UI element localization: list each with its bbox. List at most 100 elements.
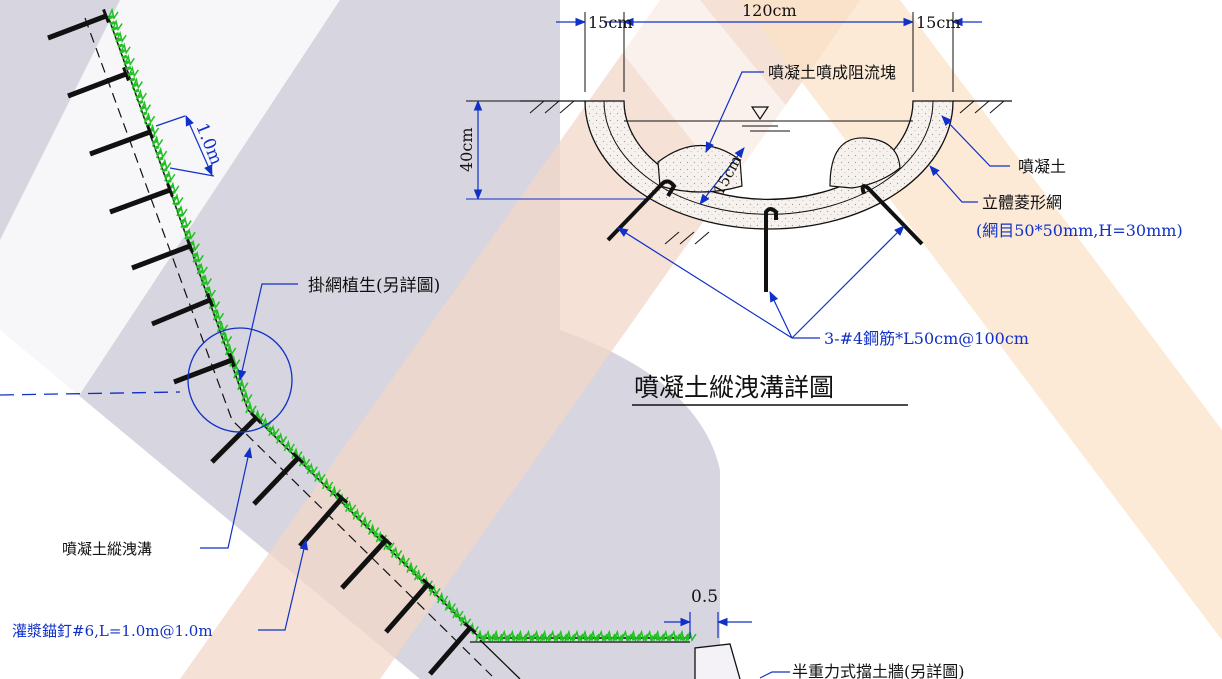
grass-tuft	[306, 462, 318, 475]
inner-thickness-dim	[699, 147, 745, 205]
grass-tuft	[176, 204, 188, 217]
anchor-bar	[384, 582, 430, 634]
anchor-plate	[249, 411, 263, 425]
hatch-stroke	[529, 100, 545, 114]
gravity-wall	[694, 643, 741, 679]
grass-tuft	[160, 158, 172, 171]
flow-block-label: 噴凝土噴成阻流塊	[768, 63, 896, 82]
grass-tuft	[196, 262, 208, 275]
hatch-stroke	[694, 231, 710, 245]
hatch-stroke	[679, 231, 695, 245]
grass-tuft	[204, 285, 217, 298]
grass-tuft	[135, 88, 148, 101]
anchor-plate	[291, 452, 305, 464]
mesh-planting-leader	[237, 283, 298, 382]
grass-tuft	[156, 146, 168, 159]
grass-tuft	[151, 135, 164, 148]
gravity-wall-label: 半重力式擋土牆(另詳圖)	[792, 662, 965, 679]
grass-tuft	[127, 65, 139, 78]
hatch-stroke	[959, 100, 975, 114]
grass-tuft	[413, 568, 426, 582]
grass-tuft	[275, 432, 288, 445]
anchor-bar	[89, 129, 151, 157]
grass-tuft	[283, 439, 295, 452]
grass-tuft	[398, 553, 410, 566]
hatch-stroke	[559, 100, 575, 114]
ground-hatch	[529, 100, 1005, 245]
shotcrete-ditch-leader	[200, 446, 253, 549]
anchor-plate	[102, 8, 110, 24]
grass-tuft	[475, 629, 487, 642]
grass-tuft	[644, 629, 657, 642]
grass-tuft	[119, 42, 131, 55]
grass-tuft	[367, 523, 380, 536]
grass-tuft	[499, 629, 511, 642]
hatch-stroke	[989, 100, 1005, 114]
rebar-leader-b	[769, 291, 793, 339]
grass-tuft	[459, 614, 472, 627]
anchor-plate	[122, 66, 130, 82]
grass-tuft	[172, 193, 184, 206]
grass-tuft	[429, 584, 441, 597]
dim-15-right: 15cm	[916, 13, 961, 32]
grass-tuft	[180, 216, 192, 229]
half-dim-label: 0.5	[691, 587, 718, 607]
grass-tuft	[604, 629, 616, 642]
flow-block-right	[829, 137, 901, 189]
grass-tuft	[143, 111, 156, 125]
ditch-detail: 15cm 120cm 15cm 40cm 15cm 噴凝土噴成阻流塊	[457, 1, 1183, 406]
anchor-plate	[379, 534, 393, 546]
grass-tuft	[107, 7, 119, 20]
shotcrete-ditch-label: 噴凝土縱洩溝	[62, 540, 152, 558]
anchor-bar	[210, 416, 258, 464]
grass-tuft	[212, 308, 225, 322]
hatch-stroke	[974, 100, 990, 114]
grass-tuft	[669, 629, 681, 642]
grass-tuft	[220, 332, 233, 345]
grass-tuft	[200, 274, 212, 287]
anchor-bar	[428, 626, 472, 676]
grass-tuft	[588, 629, 600, 642]
grass-tuft	[661, 629, 673, 642]
anchor-bar	[252, 456, 300, 506]
anchor-plate	[228, 352, 236, 368]
grass-tuft	[314, 470, 326, 483]
grass-tuft	[268, 424, 280, 437]
rebar-leader-a	[617, 227, 793, 339]
grass-tuft	[329, 485, 341, 498]
water-symbol	[750, 106, 770, 121]
hatch-stroke	[664, 231, 680, 245]
gravity-wall-leader	[759, 671, 790, 679]
grass-tuft	[225, 343, 237, 356]
anchor-spec-label: 灌漿錨釘#6,L=1.0m@1.0m	[12, 622, 213, 640]
slope-section: 1.0m 掛網植生(另詳圖) 噴凝土縱洩溝 灌漿錨釘#6,L=1.0m@1.0m…	[0, 7, 965, 679]
grass-tuft	[628, 629, 641, 642]
mesh-name-label: 立體菱形網	[982, 193, 1062, 212]
grass-tuft	[564, 629, 576, 642]
anchor-plate	[421, 578, 435, 590]
anchor-bar	[47, 13, 107, 41]
anchor-bar	[67, 71, 127, 99]
grass-tuft	[572, 629, 584, 642]
anchor-bar	[151, 297, 211, 327]
grass-tuft	[131, 77, 143, 90]
grass-tuft	[184, 227, 196, 241]
flow-block-leader	[705, 71, 764, 153]
grass-tuft	[321, 477, 334, 490]
grass-tuft	[452, 606, 464, 620]
dim-15-left: 15cm	[588, 13, 633, 32]
detail-title: 噴凝土縱洩溝詳圖	[634, 373, 834, 402]
mesh-leader	[929, 165, 978, 203]
grass-tuft	[548, 629, 560, 642]
grass-tuft	[653, 629, 665, 642]
grass-tuft	[685, 629, 697, 642]
grass-tuft	[115, 30, 127, 44]
mesh-planting-label: 掛網植生(另詳圖)	[308, 276, 440, 296]
anchor-plate	[186, 238, 194, 254]
grass-tuft	[677, 629, 689, 642]
dim-40: 40cm	[457, 128, 476, 173]
grass-tuft	[352, 508, 364, 521]
grass-tuft	[580, 629, 592, 642]
grass-tuft	[383, 538, 395, 551]
